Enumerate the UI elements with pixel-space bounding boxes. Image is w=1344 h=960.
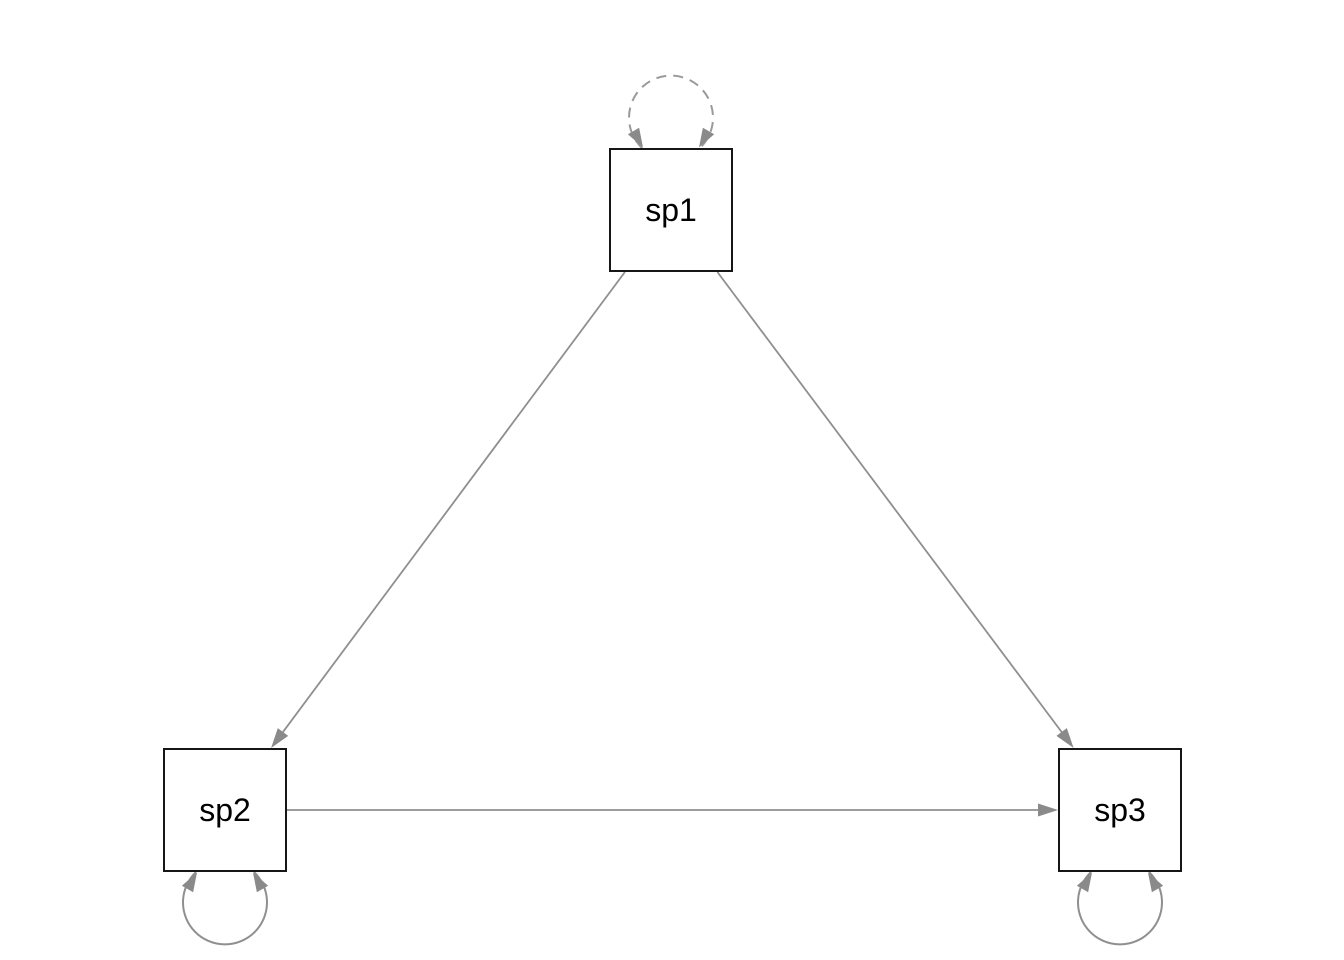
node-sp1: sp1 [609, 148, 733, 272]
node-sp2-label: sp2 [199, 792, 251, 828]
arrowhead-sp2-sp3 [1038, 803, 1058, 817]
node-sp3: sp3 [1058, 748, 1182, 872]
loop-arrowhead-sp2 [181, 872, 197, 893]
loop-arrowhead-sp3 [1076, 872, 1092, 893]
self-loop-sp3 [1077, 871, 1163, 946]
self-loop-sp2 [182, 871, 268, 946]
self-loop-sp1 [628, 74, 714, 149]
loop-arrowhead-sp1 [627, 127, 643, 148]
arrowhead-sp1-sp2 [271, 728, 289, 748]
arrowhead-sp1-sp3 [1056, 728, 1074, 748]
node-sp1-label: sp1 [645, 192, 697, 228]
node-sp3-label: sp3 [1094, 792, 1146, 828]
edge-sp1-sp2 [279, 271, 626, 737]
loop-arrowhead-sp1 [699, 127, 715, 148]
loop-arrowhead-sp2 [253, 872, 269, 893]
loop-arrowhead-sp3 [1148, 872, 1164, 893]
node-sp2: sp2 [163, 748, 287, 872]
edge-sp1-sp3 [716, 271, 1066, 737]
